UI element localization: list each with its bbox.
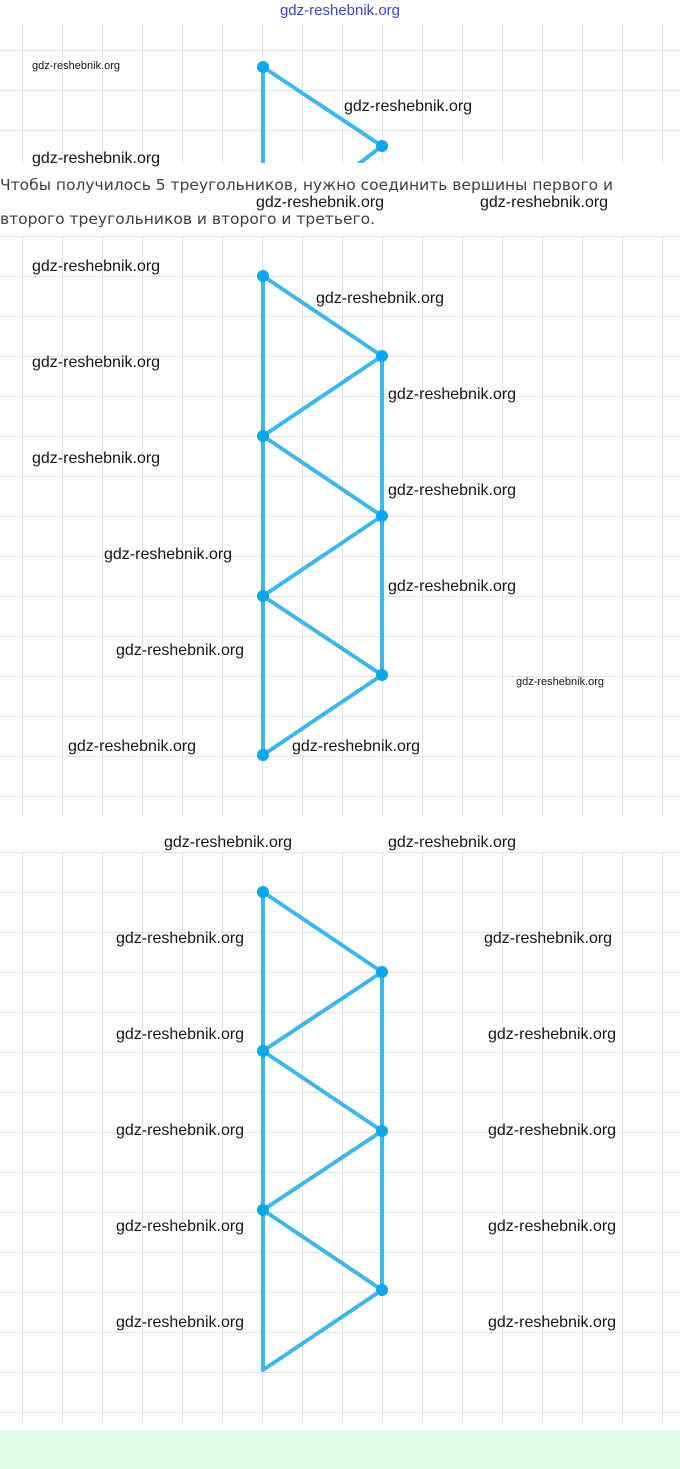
- vertex-point: [257, 1204, 269, 1216]
- watermark-text: gdz-reshebnik.org: [116, 1218, 245, 1235]
- watermark-text: gdz-reshebnik.org: [104, 546, 233, 563]
- grid-panel-middle: [0, 236, 680, 816]
- watermark-text: gdz-reshebnik.org: [32, 450, 161, 467]
- watermark-text: gdz-reshebnik.org: [164, 834, 293, 851]
- five-triangle-figure: [257, 270, 388, 761]
- strip-figure: [257, 886, 388, 1372]
- diagonal-segment: [356, 144, 384, 163]
- watermark-text: gdz-reshebnik.org: [388, 834, 517, 851]
- explanation-line-2: второго треугольников и второго и третье…: [0, 210, 376, 228]
- vertex-point: [257, 61, 269, 73]
- vertex-point: [257, 270, 269, 282]
- watermark-text: gdz-reshebnik.org: [480, 194, 609, 211]
- watermark-text: gdz-reshebnik.org: [32, 150, 161, 167]
- watermark-text: gdz-reshebnik.org: [32, 354, 161, 371]
- grid-panel-top: [0, 24, 680, 163]
- watermark-text: gdz-reshebnik.org: [116, 1026, 245, 1043]
- watermark-text: gdz-reshebnik.org: [316, 290, 445, 307]
- watermark-text: gdz-reshebnik.org: [488, 1314, 617, 1331]
- watermark-text: gdz-reshebnik.org: [32, 60, 121, 72]
- zigzag-line: [259, 274, 386, 757]
- watermark-text: gdz-reshebnik.org: [388, 386, 517, 403]
- watermark-text: gdz-reshebnik.org: [488, 1218, 617, 1235]
- vertex-point: [376, 1284, 388, 1296]
- watermark-text: gdz-reshebnik.org: [388, 578, 517, 595]
- vertex-point: [376, 669, 388, 681]
- watermark-text: gdz-reshebnik.org: [116, 642, 245, 659]
- vertex-point: [376, 350, 388, 362]
- vertex-point: [257, 1045, 269, 1057]
- vertex-point: [257, 430, 269, 442]
- footer-strip: [0, 1430, 680, 1469]
- initial-figure: [257, 61, 388, 163]
- vertex-point: [376, 1125, 388, 1137]
- watermark-text: gdz-reshebnik.org: [256, 194, 385, 211]
- watermark-text: gdz-reshebnik.org: [292, 738, 421, 755]
- site-header[interactable]: gdz-reshebnik.org: [279, 2, 401, 19]
- watermark-text: gdz-reshebnik.org: [116, 1314, 245, 1331]
- watermark-text: gdz-reshebnik.org: [488, 1026, 617, 1043]
- watermark-text: gdz-reshebnik.org: [116, 1122, 245, 1139]
- watermark-text: gdz-reshebnik.org: [488, 1122, 617, 1139]
- vertex-point: [257, 886, 269, 898]
- watermark-text: gdz-reshebnik.org: [32, 258, 161, 275]
- grid-panel-bottom: [0, 852, 680, 1422]
- explanation-text: Чтобы получилось 5 треугольников, нужно …: [0, 168, 680, 236]
- watermark-text: gdz-reshebnik.org: [116, 930, 245, 947]
- watermark-text: gdz-reshebnik.org: [68, 738, 197, 755]
- explanation-line-1: Чтобы получилось 5 треугольников, нужно …: [0, 176, 614, 194]
- watermark-text: gdz-reshebnik.org: [344, 98, 473, 115]
- zigzag-line: [259, 890, 386, 1372]
- diagonal-segment: [261, 65, 384, 148]
- watermark-text: gdz-reshebnik.org: [388, 482, 517, 499]
- vertex-point: [376, 510, 388, 522]
- watermark-text: gdz-reshebnik.org: [484, 930, 613, 947]
- vertex-point: [376, 966, 388, 978]
- vertex-point: [257, 749, 269, 761]
- watermark-text: gdz-reshebnik.org: [516, 676, 605, 688]
- vertex-point: [376, 140, 388, 152]
- vertex-point: [257, 590, 269, 602]
